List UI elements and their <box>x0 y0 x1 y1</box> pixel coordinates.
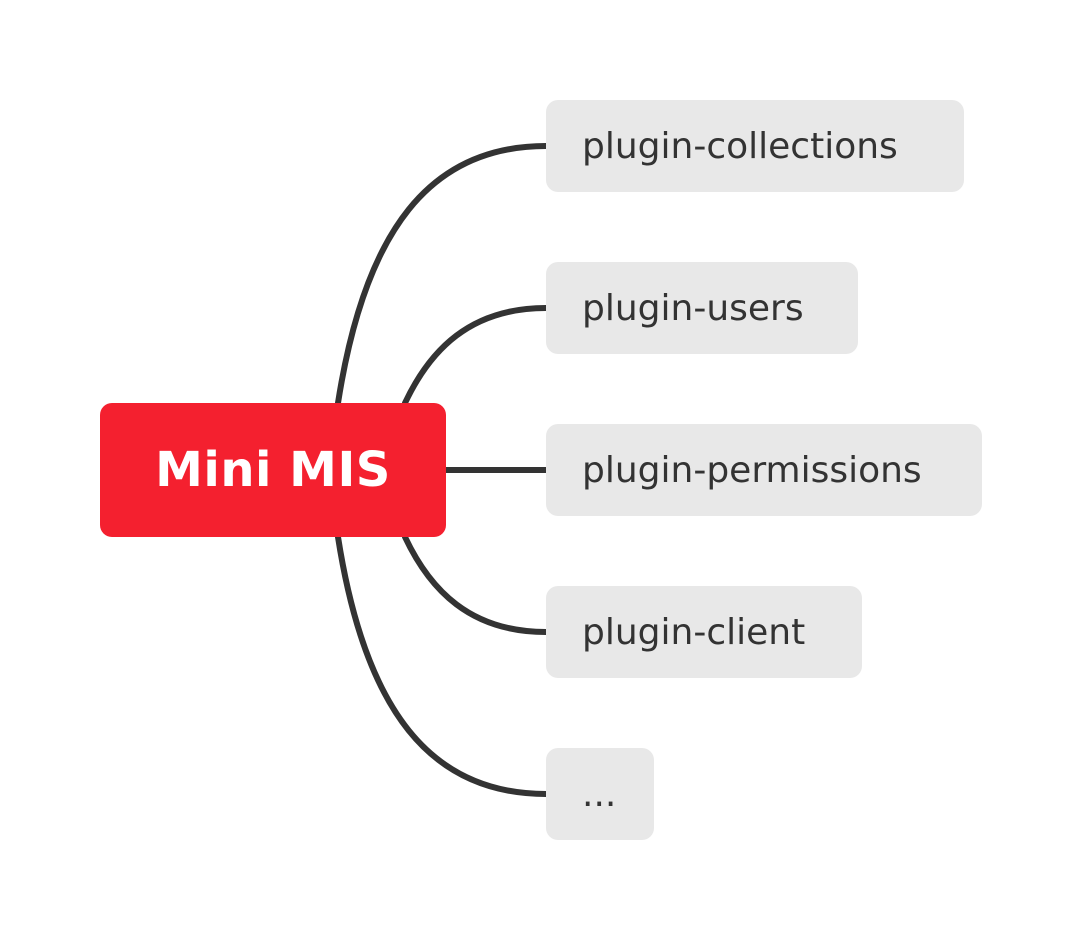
child-node-plugin-permissions[interactable]: plugin-permissions <box>546 424 982 516</box>
child-node-plugin-users[interactable]: plugin-users <box>546 262 858 354</box>
connector-plugin-users <box>402 305 549 406</box>
child-node-ellipsis[interactable]: ... <box>546 748 654 840</box>
child-node-label: plugin-users <box>582 287 804 329</box>
child-node-plugin-collections[interactable]: plugin-collections <box>546 100 964 192</box>
child-node-label: plugin-collections <box>582 125 898 167</box>
child-node-label: ... <box>582 773 617 815</box>
child-node-label: plugin-permissions <box>582 449 922 491</box>
root-node-label: Mini MIS <box>155 442 391 498</box>
root-node-mini-mis[interactable]: Mini MIS <box>100 403 446 537</box>
connector-plugin-client <box>402 534 549 635</box>
connector-plugin-collections <box>335 143 549 406</box>
connector-ellipsis <box>335 534 549 797</box>
child-node-label: plugin-client <box>582 611 806 653</box>
child-node-plugin-client[interactable]: plugin-client <box>546 586 862 678</box>
